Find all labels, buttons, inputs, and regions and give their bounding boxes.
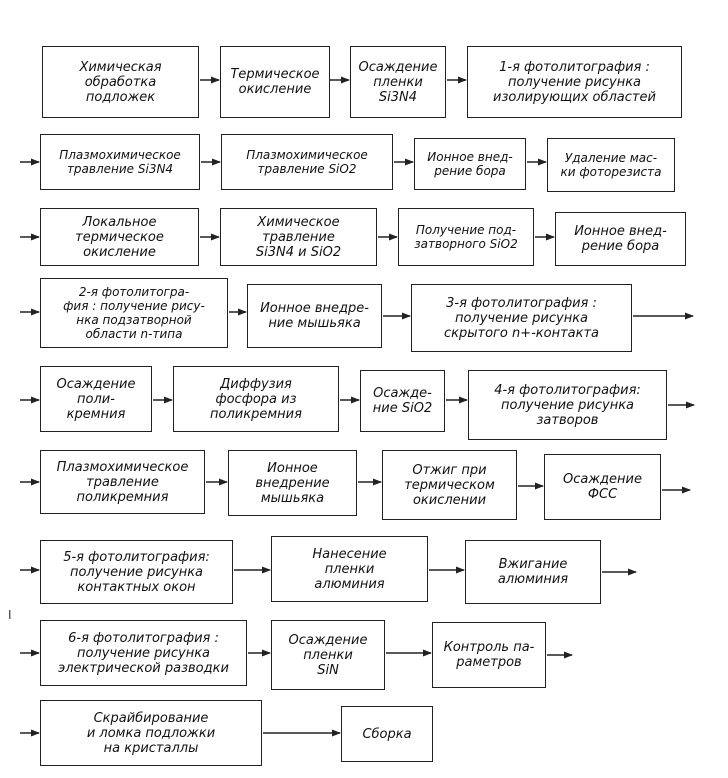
step-boron-implant-1: Ионное внед- рение бора bbox=[414, 138, 526, 190]
step-oxide-deposition: Осажде- ние SiO2 bbox=[360, 370, 445, 432]
step-assembly: Сборка bbox=[341, 706, 433, 762]
step-arsenic-implant-2: Ионное внедрение мышьяка bbox=[228, 450, 357, 516]
step-thermal-oxidation: Термическое окисление bbox=[220, 46, 330, 118]
step-nitride-deposition: Осаждение пленки Si3N4 bbox=[350, 46, 446, 118]
step-photolithography-2: 2-я фотолитогра- фия : получение рису- н… bbox=[40, 278, 228, 348]
step-photolithography-6: 6-я фотолитография : получение рисунка э… bbox=[40, 620, 247, 686]
step-gate-oxide: Получение под- затворного SiO2 bbox=[398, 208, 534, 266]
step-local-oxidation: Локальное термическое окисление bbox=[40, 208, 199, 266]
step-sin-deposition: Осаждение пленки SiN bbox=[271, 620, 385, 690]
step-arsenic-implant-1: Ионное внедре- ние мышьяка bbox=[247, 284, 382, 348]
step-plasma-etch-oxide: Плазмохимическое травление SiO2 bbox=[221, 134, 393, 190]
step-photoresist-removal: Удаление мас- ки фоторезиста bbox=[547, 138, 675, 192]
step-psg-deposition: Осаждение ФСС bbox=[544, 454, 661, 520]
step-aluminium-sintering: Вжигание алюминия bbox=[465, 540, 601, 604]
step-photolithography-3: 3-я фотолитография : получение рисунка с… bbox=[411, 284, 632, 352]
step-photolithography-4: 4-я фотолитография: получение рисунка за… bbox=[468, 370, 667, 440]
step-chemical-etch: Химическое травление Si3N4 и SiO2 bbox=[220, 208, 377, 266]
step-plasma-etch-poly: Плазмохимическое травление поликремния bbox=[40, 450, 205, 514]
step-boron-implant-2: Ионное внед- рение бора bbox=[555, 212, 686, 266]
step-phosphorus-diffusion: Диффузия фосфора из поликремния bbox=[173, 366, 339, 432]
step-photolithography-5: 5-я фотолитография: получение рисунка ко… bbox=[40, 540, 233, 604]
step-chemical-treatment: Химическая обработка подложек bbox=[42, 46, 199, 118]
step-scribing: Скрайбирование и ломка подложки на крист… bbox=[40, 700, 262, 766]
margin-mark: I bbox=[8, 608, 12, 622]
step-parameter-control: Контроль па- раметров bbox=[432, 622, 546, 688]
step-polysilicon-deposition: Осаждение поли- кремния bbox=[40, 366, 152, 432]
step-plasma-etch-nitride: Плазмохимическое травление Si3N4 bbox=[40, 134, 200, 190]
step-annealing: Отжиг при термическом окислении bbox=[382, 450, 517, 520]
step-photolithography-1: 1-я фотолитография : получение рисунка и… bbox=[467, 46, 682, 118]
step-aluminium-deposition: Нанесение пленки алюминия bbox=[271, 536, 428, 602]
